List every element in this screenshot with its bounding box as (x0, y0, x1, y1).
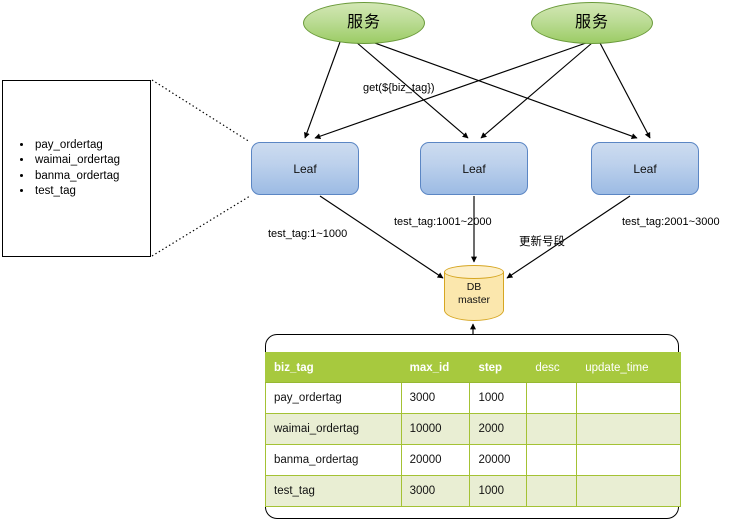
service-label: 服务 (346, 14, 381, 31)
leaf-node-2[interactable]: Leaf (420, 142, 528, 195)
column-header-max-id[interactable]: max_id (400, 352, 471, 383)
table-row[interactable]: banma_ordertag 20000 20000 (265, 444, 681, 476)
cell-biz-tag: test_tag (265, 475, 402, 507)
leaf-label: Leaf (462, 161, 486, 176)
column-header-desc[interactable]: desc (526, 352, 578, 383)
service-label: 服务 (574, 14, 609, 31)
db-cylinder-body (444, 272, 504, 321)
edge-label-leaf3-range: test_tag:2001~3000 (622, 216, 720, 228)
cell-desc (526, 475, 578, 507)
cell-step: 2000 (469, 413, 528, 445)
legend-item: test_tag (33, 184, 120, 200)
leaf-node-3[interactable]: Leaf (591, 142, 699, 195)
table-header-row: biz_tag max_id step desc update_time (265, 352, 681, 383)
legend-item: waimai_ordertag (33, 153, 120, 169)
table-header: biz_tag max_id step desc update_time (265, 352, 681, 383)
table-row[interactable]: waimai_ordertag 10000 2000 (265, 413, 681, 445)
db-cylinder-top (444, 265, 504, 279)
cell-biz-tag: waimai_ordertag (265, 413, 402, 445)
column-header-biz-tag[interactable]: biz_tag (265, 352, 402, 383)
leaf-node-1[interactable]: Leaf (251, 142, 359, 195)
cell-step: 20000 (469, 444, 528, 476)
cell-desc (526, 382, 578, 414)
legend-callout-lines (151, 79, 251, 257)
cell-step: 1000 (469, 382, 528, 414)
biz-tag-table: biz_tag max_id step desc update_time pay… (265, 352, 681, 507)
cell-max-id: 10000 (400, 413, 471, 445)
cell-desc (526, 444, 578, 476)
cell-max-id: 3000 (400, 382, 471, 414)
legend-item: pay_ordertag (33, 138, 120, 154)
leaf-label: Leaf (633, 161, 657, 176)
edge-label-leaf1-range: test_tag:1~1000 (268, 228, 348, 240)
cell-update-time (576, 413, 681, 445)
leaf-to-db-arrows (319, 195, 631, 279)
cell-update-time (576, 382, 681, 414)
db-label-line2: master (457, 294, 491, 306)
service-to-leaf-arrows (304, 41, 651, 140)
service-node-left[interactable]: 服务 (303, 2, 425, 44)
column-header-update-time[interactable]: update_time (576, 352, 681, 383)
legend-box: pay_ordertag waimai_ordertag banma_order… (2, 80, 151, 257)
legend-item: banma_ordertag (33, 169, 120, 185)
edge-label-get-call: get(${biz_tag}) (363, 82, 435, 94)
legend-list: pay_ordertag waimai_ordertag banma_order… (3, 138, 120, 200)
leaf-label: Leaf (293, 161, 317, 176)
database-node[interactable]: DB master (444, 265, 504, 321)
table-row[interactable]: pay_ordertag 3000 1000 (265, 382, 681, 414)
service-node-right[interactable]: 服务 (531, 2, 653, 44)
cell-max-id: 3000 (400, 475, 471, 507)
cell-biz-tag: pay_ordertag (265, 382, 402, 414)
table-row[interactable]: test_tag 3000 1000 (265, 475, 681, 507)
db-label: DB master (444, 281, 504, 307)
db-label-line1: DB (466, 281, 482, 293)
cell-update-time (576, 444, 681, 476)
cell-max-id: 20000 (400, 444, 471, 476)
table-body: pay_ordertag 3000 1000 waimai_ordertag 1… (265, 382, 681, 507)
cell-desc (526, 413, 578, 445)
cell-biz-tag: banma_ordertag (265, 444, 402, 476)
cell-step: 1000 (469, 475, 528, 507)
edge-label-leaf2-range: test_tag:1001~2000 (394, 216, 492, 228)
cell-update-time (576, 475, 681, 507)
edge-label-update-segment: 更新号段 (519, 236, 565, 248)
column-header-step[interactable]: step (469, 352, 528, 383)
